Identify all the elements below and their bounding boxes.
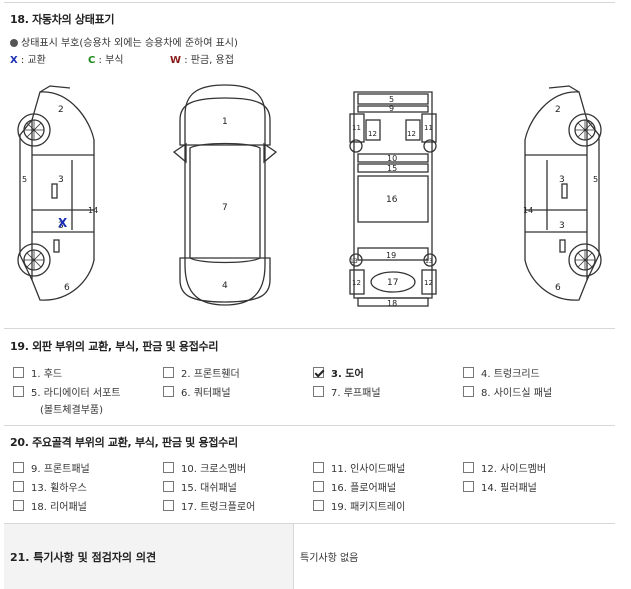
section21-title: 21. 특기사항 및 점검자의 의견 (10, 551, 157, 564)
inspector-opinion-value: 특기사항 없음 (300, 553, 359, 564)
part-number: 3 (58, 175, 64, 185)
floor-panel-label: 16. 플로어패널 (331, 483, 397, 494)
part-number: 5 (22, 175, 27, 184)
part-number: 3 (559, 175, 565, 185)
section19-title: 19. 외판 부위의 교환, 부식, 판금 및 용접수리 (10, 340, 219, 353)
divider (4, 2, 615, 3)
inside-panel-label: 11. 인사이드패널 (331, 464, 406, 475)
part-number: 4 (222, 281, 228, 291)
trunk-floor-checkbox[interactable] (163, 500, 174, 511)
bullet-icon (10, 39, 18, 47)
front-fender-label: 2. 프론트휀더 (181, 369, 240, 380)
trunk-lid-checkbox[interactable] (463, 367, 474, 378)
dash-panel-label: 15. 대쉬패널 (181, 483, 237, 494)
car-top-view-diagram: 1 7 4 (172, 84, 278, 306)
inspection-report: 18. 자동차의 상태표기 상태표시 부호(승용차 외에는 승용차에 준하여 표… (4, 0, 615, 589)
wheel-house-label: 13. 휠하우스 (31, 483, 87, 494)
hood-checkbox[interactable] (13, 367, 24, 378)
part-number: 2 (58, 105, 64, 115)
side-sill-panel-checkbox[interactable] (463, 386, 474, 397)
front-panel-label: 9. 프론트패널 (31, 464, 90, 475)
part-number: 13 (350, 258, 358, 265)
car-left-side-diagram: 2 3 3 5 6 14 X (17, 85, 98, 301)
front-panel-checkbox[interactable] (13, 462, 24, 473)
side-sill-panel-label: 8. 사이드실 패널 (481, 388, 553, 399)
part-number: 3 (58, 221, 64, 231)
door-label: 3. 도어 (331, 369, 364, 380)
part-number: 10 (387, 154, 397, 163)
legend-note: 상태표시 부호(승용차 외에는 승용차에 준하여 표시) (10, 34, 238, 49)
wheel-house-checkbox[interactable] (13, 481, 24, 492)
dash-panel-checkbox[interactable] (163, 481, 174, 492)
side-member-checkbox[interactable] (463, 462, 474, 473)
roof-panel-label: 7. 루프패널 (331, 388, 381, 399)
rear-panel-label: 18. 리어패널 (31, 502, 87, 513)
cross-member-label: 10. 크로스멤버 (181, 464, 247, 475)
divider (293, 524, 294, 589)
part-number: 7 (222, 203, 228, 213)
part-number: 19 (386, 251, 396, 260)
car-underside-diagram: 5 9 11 11 12 12 10 15 16 19 13 13 17 12 … (349, 91, 437, 308)
part-number: 6 (555, 283, 561, 293)
part-number: 2 (555, 105, 561, 115)
part-number: 12 (368, 130, 377, 138)
radiator-support-sublabel: (볼트체결부품) (40, 405, 104, 416)
divider (4, 523, 615, 524)
floor-panel-checkbox[interactable] (313, 481, 324, 492)
legend-sheet-metal: W : 판금, 용접 (170, 55, 234, 66)
part-number: 3 (559, 221, 565, 231)
part-number: 1 (222, 117, 228, 127)
section18-title: 18. 자동차의 상태표기 (10, 13, 115, 26)
part-number: 15 (387, 164, 397, 173)
part-number: 14 (523, 206, 533, 215)
package-tray-label: 19. 패키지트레이 (331, 502, 406, 513)
radiator-support-checkbox[interactable] (13, 386, 24, 397)
trunk-lid-label: 4. 트렁크리드 (481, 369, 540, 380)
part-number: 12 (352, 279, 361, 287)
radiator-support-label: 5. 라디에이터 서포트 (31, 388, 121, 399)
part-number: 5 (389, 95, 394, 104)
part-number: 9 (389, 104, 394, 113)
part-number: 17 (387, 278, 398, 288)
roof-panel-checkbox[interactable] (313, 386, 324, 397)
part-number: 11 (424, 124, 433, 132)
part-number: 18 (387, 299, 397, 308)
part-number: 5 (593, 175, 598, 184)
front-fender-checkbox[interactable] (163, 367, 174, 378)
rear-panel-checkbox[interactable] (13, 500, 24, 511)
divider (4, 425, 615, 426)
part-number: 16 (386, 195, 398, 205)
divider (4, 328, 615, 329)
side-member-label: 12. 사이드멤버 (481, 464, 547, 475)
hood-label: 1. 후드 (31, 369, 63, 380)
legend-exchange: X : 교환 (10, 55, 46, 66)
car-right-side-diagram: 2 3 3 5 6 14 (523, 85, 602, 301)
quarter-panel-checkbox[interactable] (163, 386, 174, 397)
part-number: 13 (425, 258, 433, 265)
part-number: 6 (64, 283, 70, 293)
part-number: 14 (88, 206, 98, 215)
inside-panel-checkbox[interactable] (313, 462, 324, 473)
section21-header-cell (4, 524, 293, 589)
exchange-mark: X (58, 216, 68, 230)
pillar-panel-checkbox[interactable] (463, 481, 474, 492)
quarter-panel-label: 6. 쿼터패널 (181, 388, 231, 399)
part-number: 12 (407, 130, 416, 138)
trunk-floor-label: 17. 트렁크플로어 (181, 502, 256, 513)
legend-corrosion: C : 부식 (88, 55, 124, 66)
door-checkbox[interactable] (313, 367, 324, 378)
package-tray-checkbox[interactable] (313, 500, 324, 511)
part-number: 11 (352, 124, 361, 132)
section20-title: 20. 주요골격 부위의 교환, 부식, 판금 및 용접수리 (10, 436, 238, 449)
cross-member-checkbox[interactable] (163, 462, 174, 473)
pillar-panel-label: 14. 필러패널 (481, 483, 537, 494)
part-number: 12 (424, 279, 433, 287)
